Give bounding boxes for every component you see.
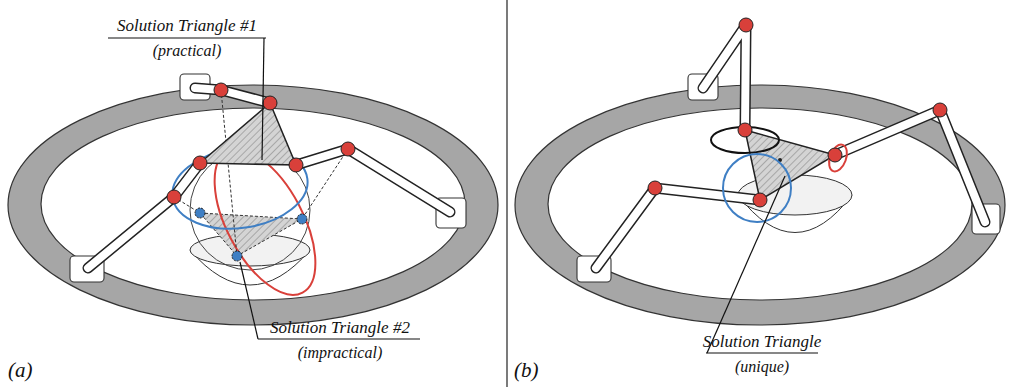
leader-line: [262, 38, 264, 160]
callout-label: Solution Triangle: [703, 333, 822, 350]
panel-label: (a): [8, 360, 33, 381]
callout-label: (unique): [735, 359, 789, 375]
callout-label: (practical): [153, 43, 221, 59]
panel-a: [8, 38, 498, 339]
red-joint: [739, 18, 753, 32]
dashed-link: [221, 90, 237, 256]
panel-label: (b): [514, 360, 539, 381]
callout-label: Solution Triangle #2: [270, 319, 410, 336]
leg: [596, 188, 760, 268]
red-joint: [648, 181, 662, 195]
base-ring: [8, 85, 498, 325]
leg-outline: [195, 88, 270, 103]
red-joint: [167, 190, 181, 204]
leader-line: [707, 176, 785, 353]
red-joint: [263, 96, 277, 110]
callout-label: Solution Triangle #1: [117, 17, 257, 34]
leg: [195, 88, 270, 103]
joints: [648, 18, 947, 207]
leg-outline: [596, 188, 760, 268]
red-joint: [289, 158, 303, 172]
callouts: [108, 38, 420, 339]
motor-units: [577, 74, 1000, 282]
legs: [596, 25, 985, 268]
red-joint: [828, 148, 842, 162]
underline: [258, 338, 420, 339]
leg: [88, 163, 200, 268]
solution-triangle-1: [200, 103, 296, 165]
blue-circle: [723, 154, 791, 222]
leader-line: [240, 262, 258, 339]
callout-label: (impractical): [298, 345, 382, 361]
leg-outline: [703, 25, 746, 130]
callouts: [706, 176, 818, 353]
underline: [706, 352, 818, 353]
red-joint: [933, 103, 947, 117]
leg: [835, 110, 985, 222]
leg-outline: [296, 149, 450, 212]
panel-divider: [506, 0, 507, 387]
solution-triangle-2: [200, 213, 302, 256]
joints: [167, 83, 355, 261]
red-circle: [826, 142, 851, 174]
blue-joint: [232, 251, 242, 261]
alt-links: [174, 90, 348, 256]
red-joint: [753, 193, 767, 207]
leg-outline: [835, 110, 985, 222]
red-joint: [214, 83, 228, 97]
leg-outline: [88, 163, 200, 268]
panel-b: [515, 18, 1005, 353]
red-joint: [341, 142, 355, 156]
blue-joint: [297, 214, 307, 224]
leg: [296, 149, 450, 212]
motor-units: [70, 74, 466, 282]
underline: [108, 37, 266, 38]
legs: [88, 88, 450, 268]
leg: [703, 25, 746, 130]
red-joint: [193, 156, 207, 170]
base-ring: [515, 85, 1005, 325]
cup-rim: [738, 175, 852, 215]
ring-hole: [548, 108, 972, 300]
red-joint: [738, 123, 752, 137]
blue-joint: [195, 208, 205, 218]
